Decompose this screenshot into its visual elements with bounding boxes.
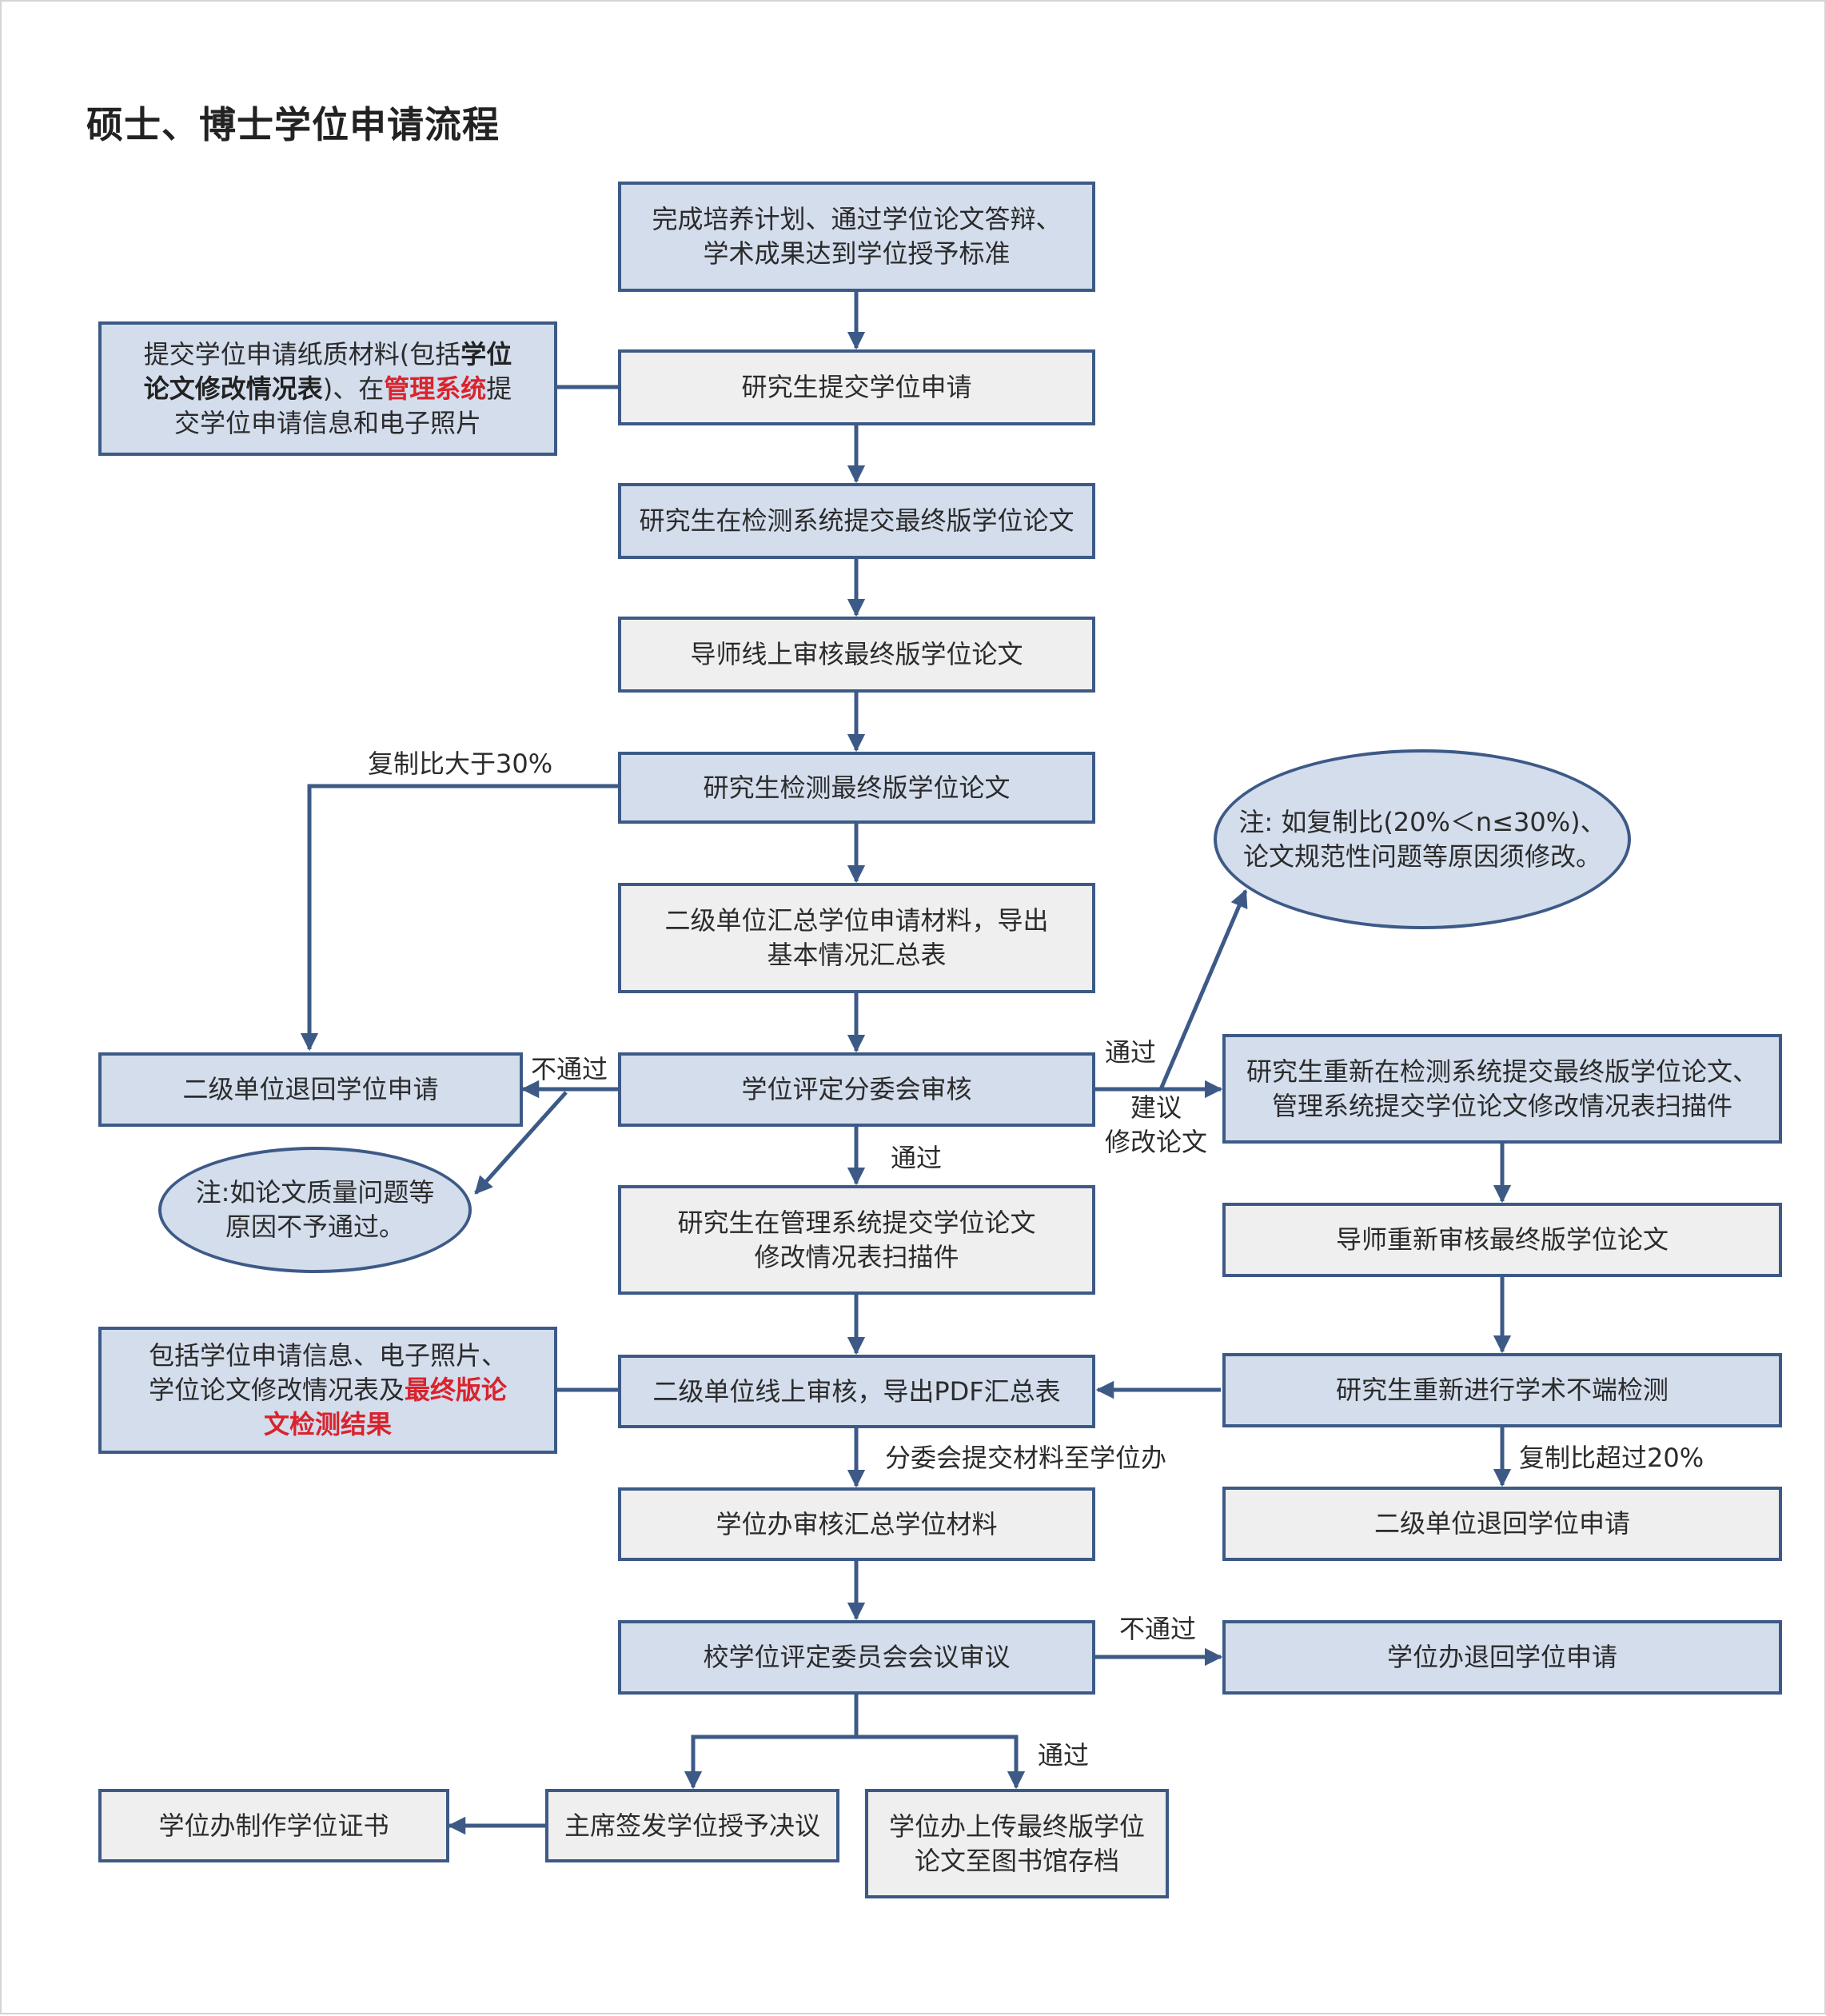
- check-thesis-text: 研究生检测最终版学位论文: [703, 772, 1011, 803]
- advisor-rereview-text: 导师重新审核最终版学位论文: [1335, 1224, 1669, 1255]
- label-suggest-revise: 建议 修改论文: [1105, 1092, 1208, 1157]
- make-certificate-text: 学位办制作学位证书: [158, 1810, 389, 1841]
- school-committee-box: 校学位评定委员会会议审议: [618, 1620, 1095, 1695]
- paper-materials-box: 提交学位申请纸质材料(包括学位论文修改情况表)、在管理系统提交学位申请信息和电子…: [98, 321, 557, 456]
- unit-summary-text: 二级单位汇总学位申请材料，导出 基本情况汇总表: [664, 905, 1049, 970]
- page-title: 硕士、博士学位申请流程: [86, 103, 500, 146]
- include-materials-box: 包括学位申请信息、电子照片、学位论文修改情况表及最终版论文检测结果: [98, 1327, 557, 1454]
- office-review-box: 学位办审核汇总学位材料: [618, 1487, 1095, 1561]
- arrow-school-pass: [856, 1735, 1026, 1790]
- unit-online-review-box: 二级单位线上审核，导出PDF汇总表: [618, 1355, 1095, 1428]
- left-note-ellipse: 注:如论文质量问题等 原因不予通过。: [158, 1147, 472, 1273]
- complete-plan-box: 完成培养计划、通过学位论文答辩、 学术成果达到学位授予标准: [618, 182, 1095, 292]
- chair-sign-box: 主席签发学位授予决议: [545, 1789, 839, 1862]
- label-copy-over-20: 复制比超过20%: [1519, 1443, 1704, 1473]
- left-note-text: 注:如论文质量问题等 原因不予通过。: [195, 1177, 435, 1242]
- submit-final-thesis-box: 研究生在检测系统提交最终版学位论文: [618, 483, 1095, 559]
- submit-final-thesis-text: 研究生在检测系统提交最终版学位论文: [639, 505, 1074, 536]
- unit-summary-box: 二级单位汇总学位申请材料，导出 基本情况汇总表: [618, 883, 1095, 993]
- label-fail-school: 不通过: [1119, 1614, 1197, 1644]
- make-certificate-box: 学位办制作学位证书: [98, 1789, 449, 1862]
- advisor-review-text: 导师线上审核最终版学位论文: [690, 639, 1023, 669]
- upload-library-box: 学位办上传最终版学位 论文至图书馆存档: [865, 1789, 1169, 1898]
- link-left-note: [474, 1091, 568, 1195]
- include-materials-text: 包括学位申请信息、电子照片、学位论文修改情况表及最终版论文检测结果: [148, 1340, 508, 1439]
- school-committee-text: 校学位评定委员会会议审议: [703, 1642, 1011, 1672]
- office-return-box: 学位办退回学位申请: [1222, 1620, 1782, 1695]
- label-submit-to-office: 分委会提交材料至学位办: [885, 1443, 1167, 1473]
- upload-library-text: 学位办上传最终版学位 论文至图书馆存档: [888, 1810, 1145, 1876]
- right-note-ellipse: 注: 如复制比(20%＜n≤30%)、 论文规范性问题等原因须修改。: [1214, 749, 1631, 929]
- link-school-split: [684, 1695, 859, 1790]
- unit-return-left-text: 二级单位退回学位申请: [182, 1074, 439, 1104]
- unit-return-left-box: 二级单位退回学位申请: [98, 1052, 523, 1127]
- unit-return-right-text: 二级单位退回学位申请: [1373, 1508, 1630, 1539]
- recheck-text: 研究生重新进行学术不端检测: [1335, 1375, 1669, 1405]
- submit-revision-scan-text: 研究生在管理系统提交学位论文 修改情况表扫描件: [677, 1207, 1036, 1272]
- submit-application-text: 研究生提交学位申请: [741, 372, 972, 402]
- label-copy-over-30: 复制比大于30%: [368, 749, 553, 779]
- arrow-copy-over-30: [300, 784, 618, 1052]
- recheck-box: 研究生重新进行学术不端检测: [1222, 1353, 1782, 1427]
- link-right-note: [1158, 888, 1248, 1090]
- advisor-review-box: 导师线上审核最终版学位论文: [618, 617, 1095, 693]
- submit-revision-scan-box: 研究生在管理系统提交学位论文 修改情况表扫描件: [618, 1185, 1095, 1295]
- committee-review-box: 学位评定分委会审核: [618, 1052, 1095, 1127]
- check-thesis-box: 研究生检测最终版学位论文: [618, 752, 1095, 824]
- office-review-text: 学位办审核汇总学位材料: [716, 1508, 998, 1539]
- submit-application-box: 研究生提交学位申请: [618, 349, 1095, 425]
- right-note-text: 注: 如复制比(20%＜n≤30%)、 论文规范性问题等原因须修改。: [1238, 806, 1606, 872]
- advisor-rereview-box: 导师重新审核最终版学位论文: [1222, 1203, 1782, 1277]
- label-pass-down: 通过: [891, 1143, 943, 1173]
- unit-online-review-text: 二级单位线上审核，导出PDF汇总表: [652, 1375, 1061, 1407]
- resubmit-box: 研究生重新在检测系统提交最终版学位论文、 管理系统提交学位论文修改情况表扫描件: [1222, 1034, 1782, 1144]
- committee-review-text: 学位评定分委会审核: [741, 1074, 972, 1104]
- paper-materials-text: 提交学位申请纸质材料(包括学位论文修改情况表)、在管理系统提交学位申请信息和电子…: [143, 338, 512, 438]
- label-pass-right: 通过: [1105, 1037, 1157, 1068]
- office-return-text: 学位办退回学位申请: [1386, 1642, 1617, 1672]
- label-pass-school: 通过: [1038, 1740, 1090, 1770]
- label-fail-committee: 不通过: [531, 1054, 608, 1084]
- unit-return-right-box: 二级单位退回学位申请: [1222, 1487, 1782, 1561]
- chair-sign-text: 主席签发学位授予决议: [564, 1810, 820, 1841]
- complete-plan-text: 完成培养计划、通过学位论文答辩、 学术成果达到学位授予标准: [652, 204, 1062, 269]
- resubmit-text: 研究生重新在检测系统提交最终版学位论文、 管理系统提交学位论文修改情况表扫描件: [1246, 1056, 1758, 1121]
